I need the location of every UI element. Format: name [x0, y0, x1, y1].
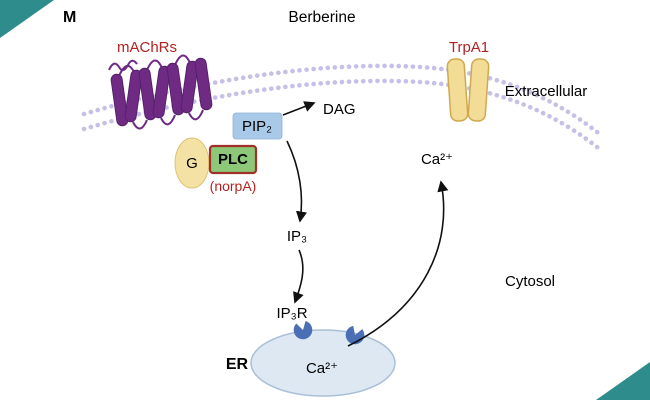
corner-accent-top-left: [0, 0, 54, 38]
corner-accent-bottom-right: [596, 362, 650, 400]
released-calcium-label: Ca²⁺: [421, 151, 453, 168]
machrs-label: mAChRs: [117, 39, 177, 56]
receptor-top-loop: [146, 59, 163, 71]
trpa1-label: TrpA1: [449, 39, 489, 56]
pip2-box: [232, 112, 283, 140]
helix: [124, 69, 143, 123]
ip3r-label: IP₃R: [276, 305, 307, 322]
helix: [166, 62, 185, 116]
arrow-pip2-to-dag: [282, 101, 316, 116]
norpa-label: (norpA): [210, 178, 257, 194]
pip2-label: PIP₂: [242, 118, 272, 135]
helix: [194, 57, 213, 111]
receptor-bottom-loop: [132, 119, 148, 130]
helix: [138, 67, 157, 121]
plc-box: [208, 144, 258, 175]
extracellular-label: Extracellular: [505, 83, 588, 100]
machr-receptor-icon: [108, 54, 213, 130]
er-calcium-label: Ca²⁺: [306, 360, 338, 377]
panel-label: M: [63, 9, 76, 26]
helix: [152, 65, 171, 119]
trpa1-channel-icon: [446, 58, 490, 122]
cytosol-label: Cytosol: [505, 273, 555, 290]
receptor-top-loop: [118, 65, 135, 77]
dag-label: DAG: [323, 101, 356, 118]
receptor-bottom-loop: [160, 114, 176, 126]
ip3r-channel-icon: [293, 321, 313, 340]
plc-label: PLC: [218, 151, 248, 168]
helix: [110, 73, 129, 127]
arrow-pip2-to-ip3: [286, 140, 308, 223]
arrow-ip3-to-ip3r: [293, 249, 304, 304]
g-protein-label: G: [186, 155, 198, 172]
er-organelle: [250, 329, 396, 397]
ip3-label: IP₃: [287, 228, 307, 245]
er-label: ER: [226, 356, 249, 373]
channel-subunit: [446, 58, 469, 122]
arrow-er-calcium-release: [347, 180, 449, 347]
receptor-bottom-loop: [188, 109, 204, 121]
receptor-top-loop: [174, 54, 191, 66]
title-berberine: Berberine: [288, 9, 355, 26]
membrane-outer-leaflet: [81, 63, 605, 139]
helix: [180, 60, 199, 114]
channel-subunit: [467, 58, 490, 122]
pathway-arrows: [282, 101, 449, 347]
